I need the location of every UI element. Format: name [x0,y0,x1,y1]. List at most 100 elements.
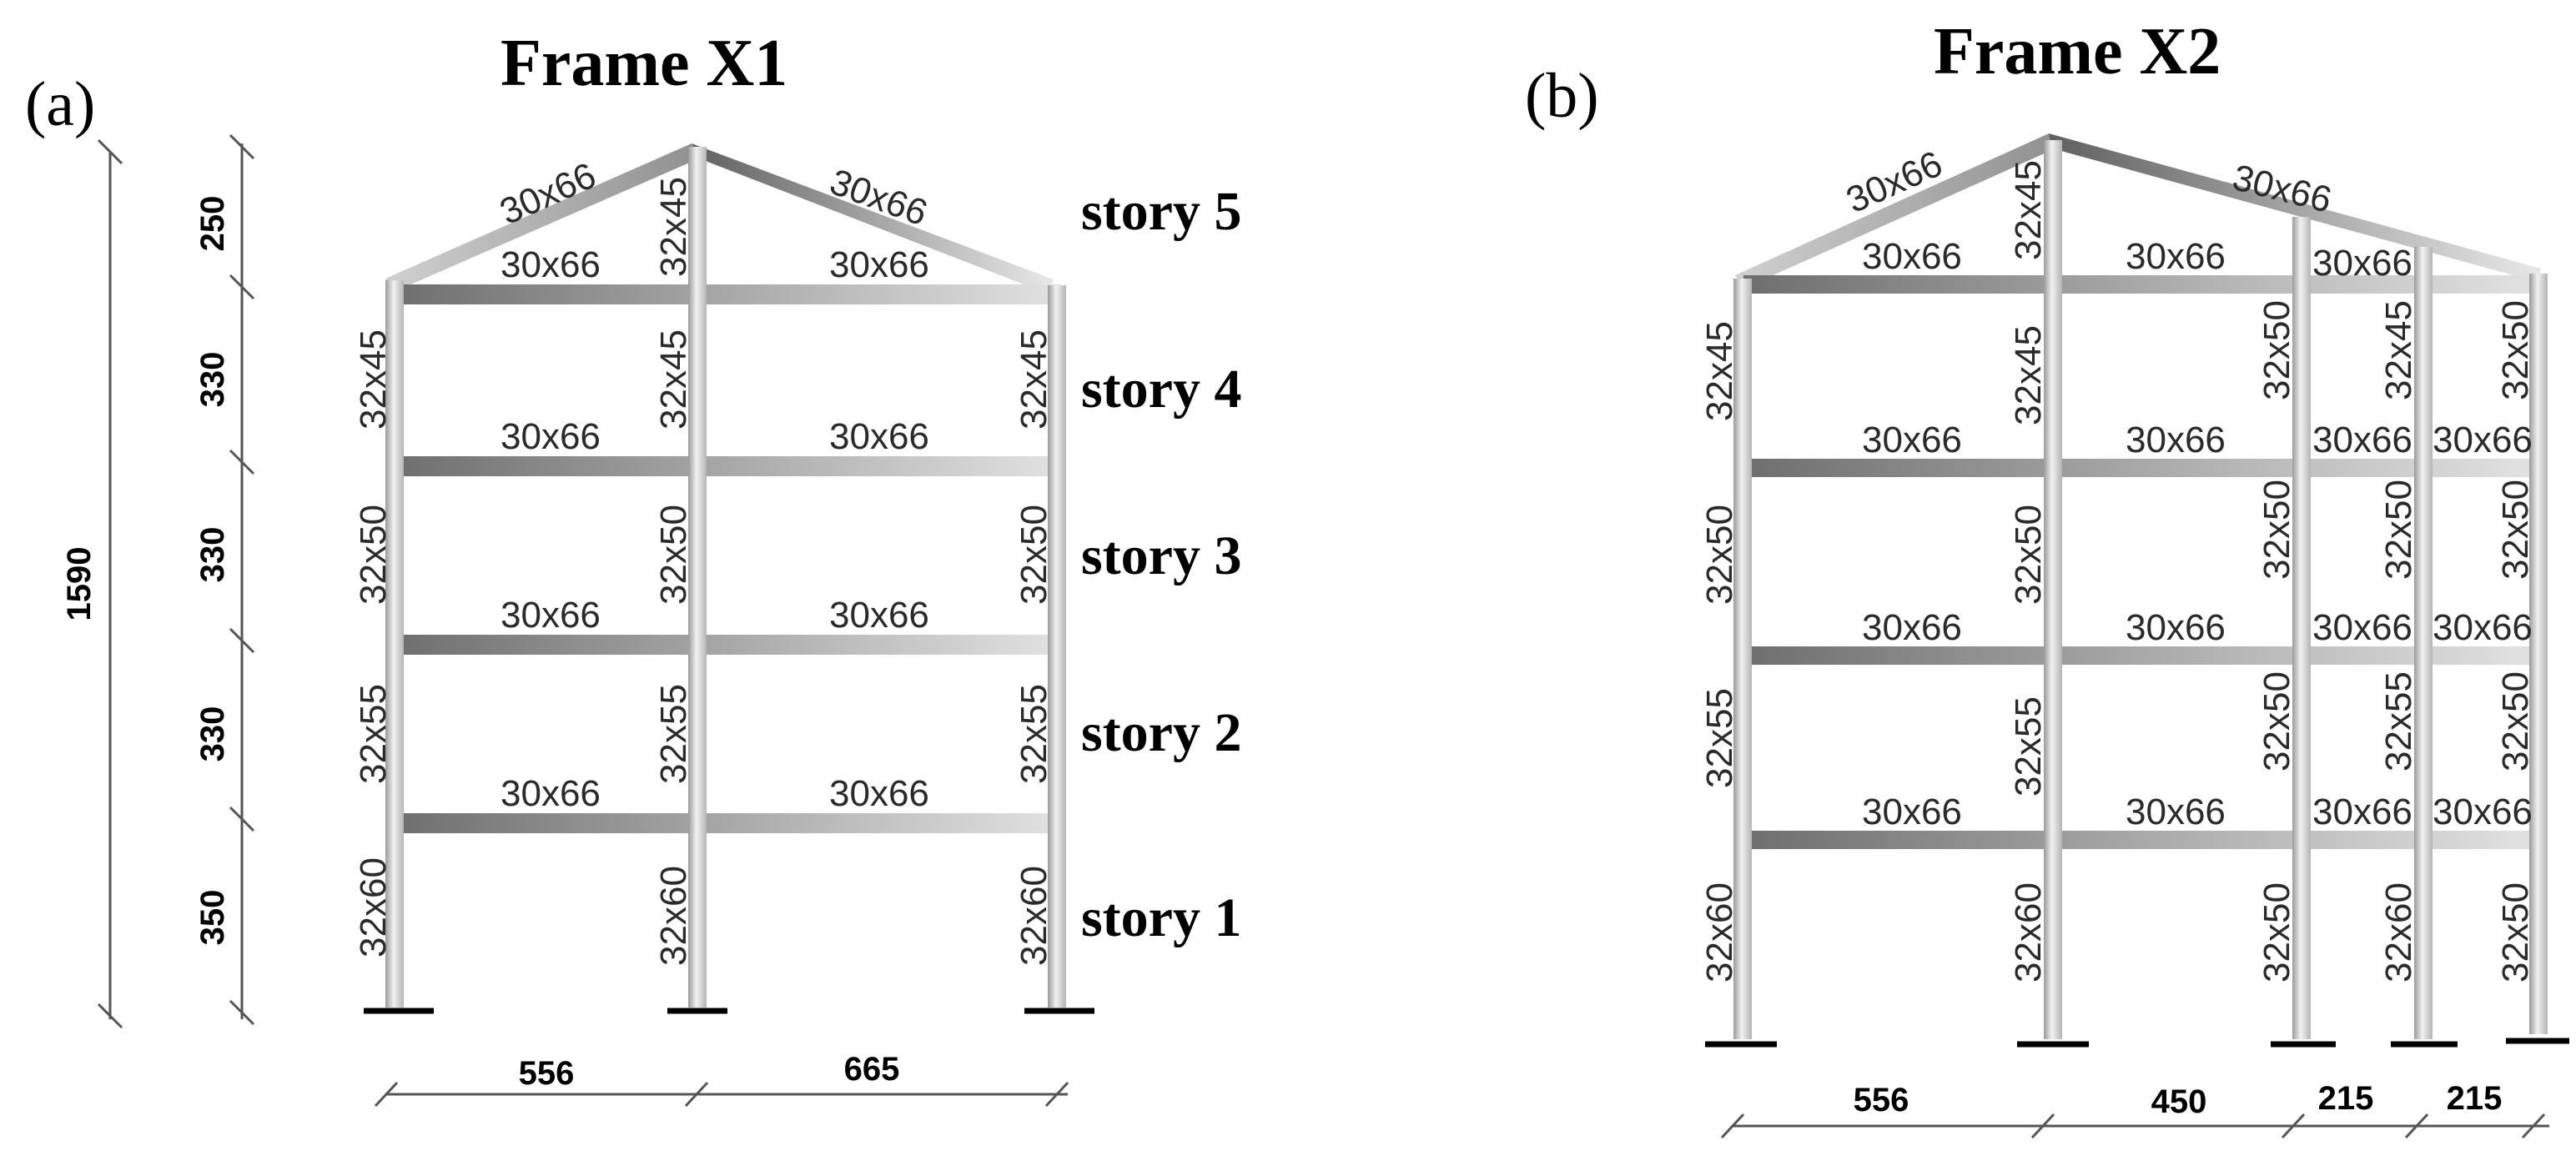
story-label: story 4 [1081,359,1241,420]
beam-level-3 [394,635,1061,655]
dimension-tick [97,138,123,165]
beam-label: 30x66 [829,595,929,636]
dimension-tick [229,999,255,1026]
column-label: 32x45 [653,177,694,277]
panel-a-label: (a) [25,69,95,139]
column-center [688,147,707,1008]
dimension-tick [2404,1113,2429,1139]
beam-level-5 [394,284,1061,304]
column-1 [1733,279,1752,1039]
column-label: 32x50 [2378,480,2419,580]
story-label: story 1 [1081,887,1241,948]
beam-label: 30x66 [2312,607,2412,648]
column-4 [2414,247,2433,1039]
beam-label: 30x66 [501,244,601,285]
beam-level-5 [1743,275,2536,294]
column-label: 32x60 [2378,882,2419,983]
column-label: 32x60 [1014,866,1054,966]
column-label: 32x50 [1014,505,1054,605]
dimension-tick [229,449,255,475]
column-label: 32x60 [353,857,394,957]
column-label: 32x45 [653,329,694,430]
column-right [1048,285,1066,1008]
column-label: 32x50 [2257,480,2297,580]
beam-level-4 [394,456,1061,476]
dimension-tick [229,133,255,160]
beam-level-2 [1743,831,2536,849]
column-label: 32x60 [1699,882,1740,983]
beam-label: 30x66 [2126,607,2226,648]
bay-width-dim: 450 [2151,1083,2207,1120]
beam-label: 30x66 [1862,420,1962,460]
column-label: 32x50 [2495,480,2536,580]
roof-beam-right [2049,133,2541,282]
bay-width-dim: 556 [1854,1082,1909,1118]
column-label: 32x55 [353,684,394,784]
dimension-tick [374,1081,399,1108]
story-height-dim: 330 [194,706,231,762]
column-5 [2529,274,2548,1034]
panel-b: (b) Frame X2 30x66 30x66 30x66 30x66 30x… [1525,15,2569,1139]
beam-label: 30x66 [2312,792,2412,832]
column-label: 32x45 [1699,321,1740,421]
column-label: 32x55 [2378,671,2419,772]
dimension-tick [684,1081,709,1108]
story-label: story 5 [1081,181,1241,242]
beam-label: 30x66 [829,773,929,814]
beam-label: 30x66 [829,244,929,285]
story-height-dim: 350 [194,890,231,946]
beam-label: 30x66 [2433,420,2533,460]
beam-level-4 [1743,459,2536,477]
column-label: 32x55 [653,684,694,784]
panel-a: (a) Frame X1 30x66 30x66 30x66 30x66 30x… [25,27,1241,1108]
column-label: 32x50 [2495,671,2536,772]
column-label: 32x50 [2495,300,2536,400]
panel-b-label: (b) [1525,61,1599,131]
column-label: 32x50 [2257,882,2297,983]
column-label: 32x55 [1699,688,1740,788]
beam-label: 30x66 [829,416,929,457]
dimension-tick [229,627,255,654]
dimension-tick [97,1003,123,1029]
dimension-tick [1044,1081,1069,1108]
column-label: 32x45 [2378,300,2419,400]
dimension-tick [1720,1113,1745,1139]
roof-beam-left [385,143,699,292]
story-label: story 2 [1081,702,1241,763]
beam-label: 30x66 [1862,607,1962,648]
dimension-tick [2521,1113,2546,1139]
column-label: 32x45 [2008,325,2049,425]
bay-width-dim: 215 [2447,1080,2503,1117]
beam-label: 30x66 [2312,420,2412,460]
beam-level-2 [394,813,1061,833]
beam-label: 30x66 [1862,792,1962,832]
beam-label: 30x66 [2126,792,2226,832]
panel-a-title: Frame X1 [501,27,787,100]
bay-width-dim: 215 [2318,1080,2374,1117]
beam-label: 30x66 [2433,607,2533,648]
column-label: 32x45 [1014,329,1054,430]
beam-label: 30x66 [2126,236,2226,277]
column-label: 32x50 [2008,505,2049,605]
beam-label: 30x66 [501,416,601,457]
column-label: 32x45 [2008,160,2049,260]
bay-width-dim: 556 [519,1055,575,1092]
total-height-dim: 1590 [61,547,98,621]
beam-label: 30x66 [501,595,601,636]
story-height-dim: 250 [194,196,231,252]
roof-beam-right [692,143,1054,294]
beam-label: 30x66 [2126,420,2226,460]
column-label: 32x50 [1699,505,1740,605]
story-label: story 3 [1081,525,1241,586]
column-label: 32x50 [2495,882,2536,983]
column-label: 32x60 [2008,882,2049,983]
dimension-tick [2281,1113,2306,1139]
dimension-tick [229,274,255,300]
column-left [385,280,404,1008]
story-height-dim: 330 [194,527,231,583]
story-height-dim: 330 [194,352,231,408]
column-label: 32x50 [2257,671,2297,772]
roof-beam-left [1735,133,2055,289]
beam-label: 30x66 [501,773,601,814]
